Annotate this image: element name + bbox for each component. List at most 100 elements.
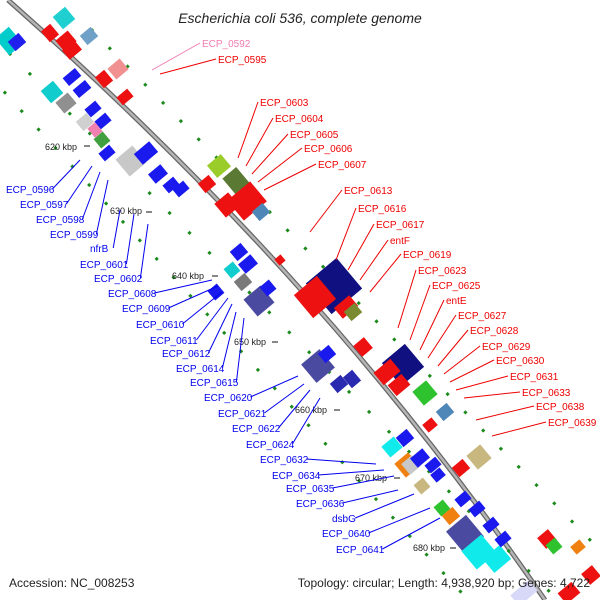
dot-track-outer-dot (320, 264, 326, 269)
dot-track-far-inner-dot (340, 460, 345, 465)
leader-line (251, 133, 289, 175)
gene-block (461, 534, 497, 570)
gene-label-ecp_0613: ECP_0613 (344, 186, 393, 197)
gene-block (251, 202, 271, 222)
dot-track-inner-dot (346, 389, 352, 395)
leader-line (306, 458, 377, 465)
dot-track-outer-dot (107, 46, 112, 51)
gene-arrow (422, 417, 438, 433)
dot-track-far-inner-dot (137, 238, 142, 243)
dot-track-inner-dot (307, 350, 312, 355)
gene-label-ecp_0612: ECP_0612 (162, 349, 211, 360)
kbp-label: 670 kbp (355, 473, 387, 483)
gene-block (94, 69, 114, 89)
gene-arrow (229, 242, 249, 262)
kbp-label: 630 kbp (110, 206, 142, 216)
leader-line (263, 163, 317, 191)
gene-arrow (454, 490, 472, 508)
gene-arrow (430, 467, 446, 483)
dot-track-far-inner-dot (272, 386, 277, 391)
leader-line (278, 389, 311, 429)
leader-line (125, 213, 135, 265)
gene-block (413, 477, 431, 495)
gene-arrow (468, 500, 486, 518)
gene-block (570, 539, 586, 555)
gene-block (466, 444, 492, 470)
gene-block (75, 112, 95, 132)
gene-label-ecp_0604: ECP_0604 (275, 114, 324, 125)
gene-label-ecp_0595: ECP_0595 (218, 55, 267, 66)
gene-block (329, 374, 349, 394)
gene-label-ecp_0634: ECP_0634 (272, 471, 321, 482)
gene-label-entf: entF (390, 236, 410, 247)
dot-track-far-inner-dot (255, 367, 261, 372)
gene-label-ecp_0610: ECP_0610 (136, 320, 185, 331)
dot-track-inner-dot (27, 71, 33, 77)
gene-block (482, 545, 512, 573)
dot-track-outer-dot (196, 137, 201, 142)
gene-block (435, 402, 455, 422)
gene-block (79, 26, 99, 46)
gene-label-ecp_0607: ECP_0607 (318, 160, 367, 171)
gene-arrow (40, 23, 60, 43)
dot-track-inner-dot (386, 429, 392, 434)
dot-track-outer-dot (427, 373, 432, 379)
leader-line (245, 117, 274, 167)
dot-track-outer-dot (303, 246, 308, 251)
gene-block (52, 6, 76, 30)
gene-label-ecp_0640: ECP_0640 (322, 529, 371, 540)
leader-line (318, 469, 385, 476)
dot-track-far-inner-dot (103, 201, 109, 206)
dot-track-outer-dot (285, 228, 290, 233)
leader-line (437, 329, 469, 367)
leader-line (151, 42, 201, 71)
dot-track-far-inner-dot (19, 108, 24, 114)
dot-track-inner-dot (67, 111, 72, 116)
gene-arrow (72, 80, 92, 98)
gene-arrow (494, 530, 512, 548)
gene-arrow (84, 100, 102, 118)
leader-line (52, 159, 81, 190)
leader-line (409, 284, 431, 341)
gene-label-ecp_0632: ECP_0632 (260, 455, 309, 466)
leader-line (332, 475, 395, 489)
gene-block (93, 131, 111, 149)
gene-arrow (162, 176, 180, 194)
leader-line (397, 269, 417, 329)
gene-arrow (387, 373, 411, 397)
gene-label-ecp_0633: ECP_0633 (522, 388, 571, 399)
leader-line (154, 279, 213, 294)
leader-line (257, 147, 303, 183)
gene-label-ecp_0631: ECP_0631 (510, 372, 559, 383)
dot-track-far-inner-dot (188, 293, 193, 299)
gene-label-ecp_0608: ECP_0608 (108, 289, 157, 300)
dot-track-inner-dot (446, 489, 452, 494)
gene-label-ecp_0592: ECP_0592 (202, 39, 251, 50)
leader-line (159, 58, 217, 75)
gene-arrow (424, 456, 442, 474)
gene-arrow (395, 428, 415, 448)
gene-label-ecp_0636: ECP_0636 (296, 499, 345, 510)
leader-line (65, 165, 93, 205)
gene-label-ecp_0605: ECP_0605 (290, 130, 339, 141)
leader-line (419, 299, 445, 351)
gene-label-ecp_0596: ECP_0596 (6, 185, 55, 196)
gene-block (87, 122, 103, 138)
kbp-label: 660 kbp (295, 405, 327, 415)
kbp-label: 640 kbp (172, 271, 204, 281)
dot-track-outer-dot (160, 100, 166, 106)
gene-block (227, 181, 267, 221)
dot-track-outer-dot (481, 428, 486, 433)
gene-label-ecp_0615: ECP_0615 (190, 378, 239, 389)
gene-label-ecp_0611: ECP_0611 (150, 336, 198, 347)
gene-label-ecp_0621: ECP_0621 (218, 409, 267, 420)
gene-label-ecp_0597: ECP_0597 (20, 200, 69, 211)
dot-track-far-inner-dot (222, 330, 227, 335)
gene-block (441, 506, 461, 526)
leader-line (382, 517, 441, 550)
gene-label-nfrb: nfrB (90, 244, 109, 255)
gene-arrow (116, 88, 134, 106)
leader-line (182, 291, 223, 325)
gene-arrow (353, 337, 373, 357)
